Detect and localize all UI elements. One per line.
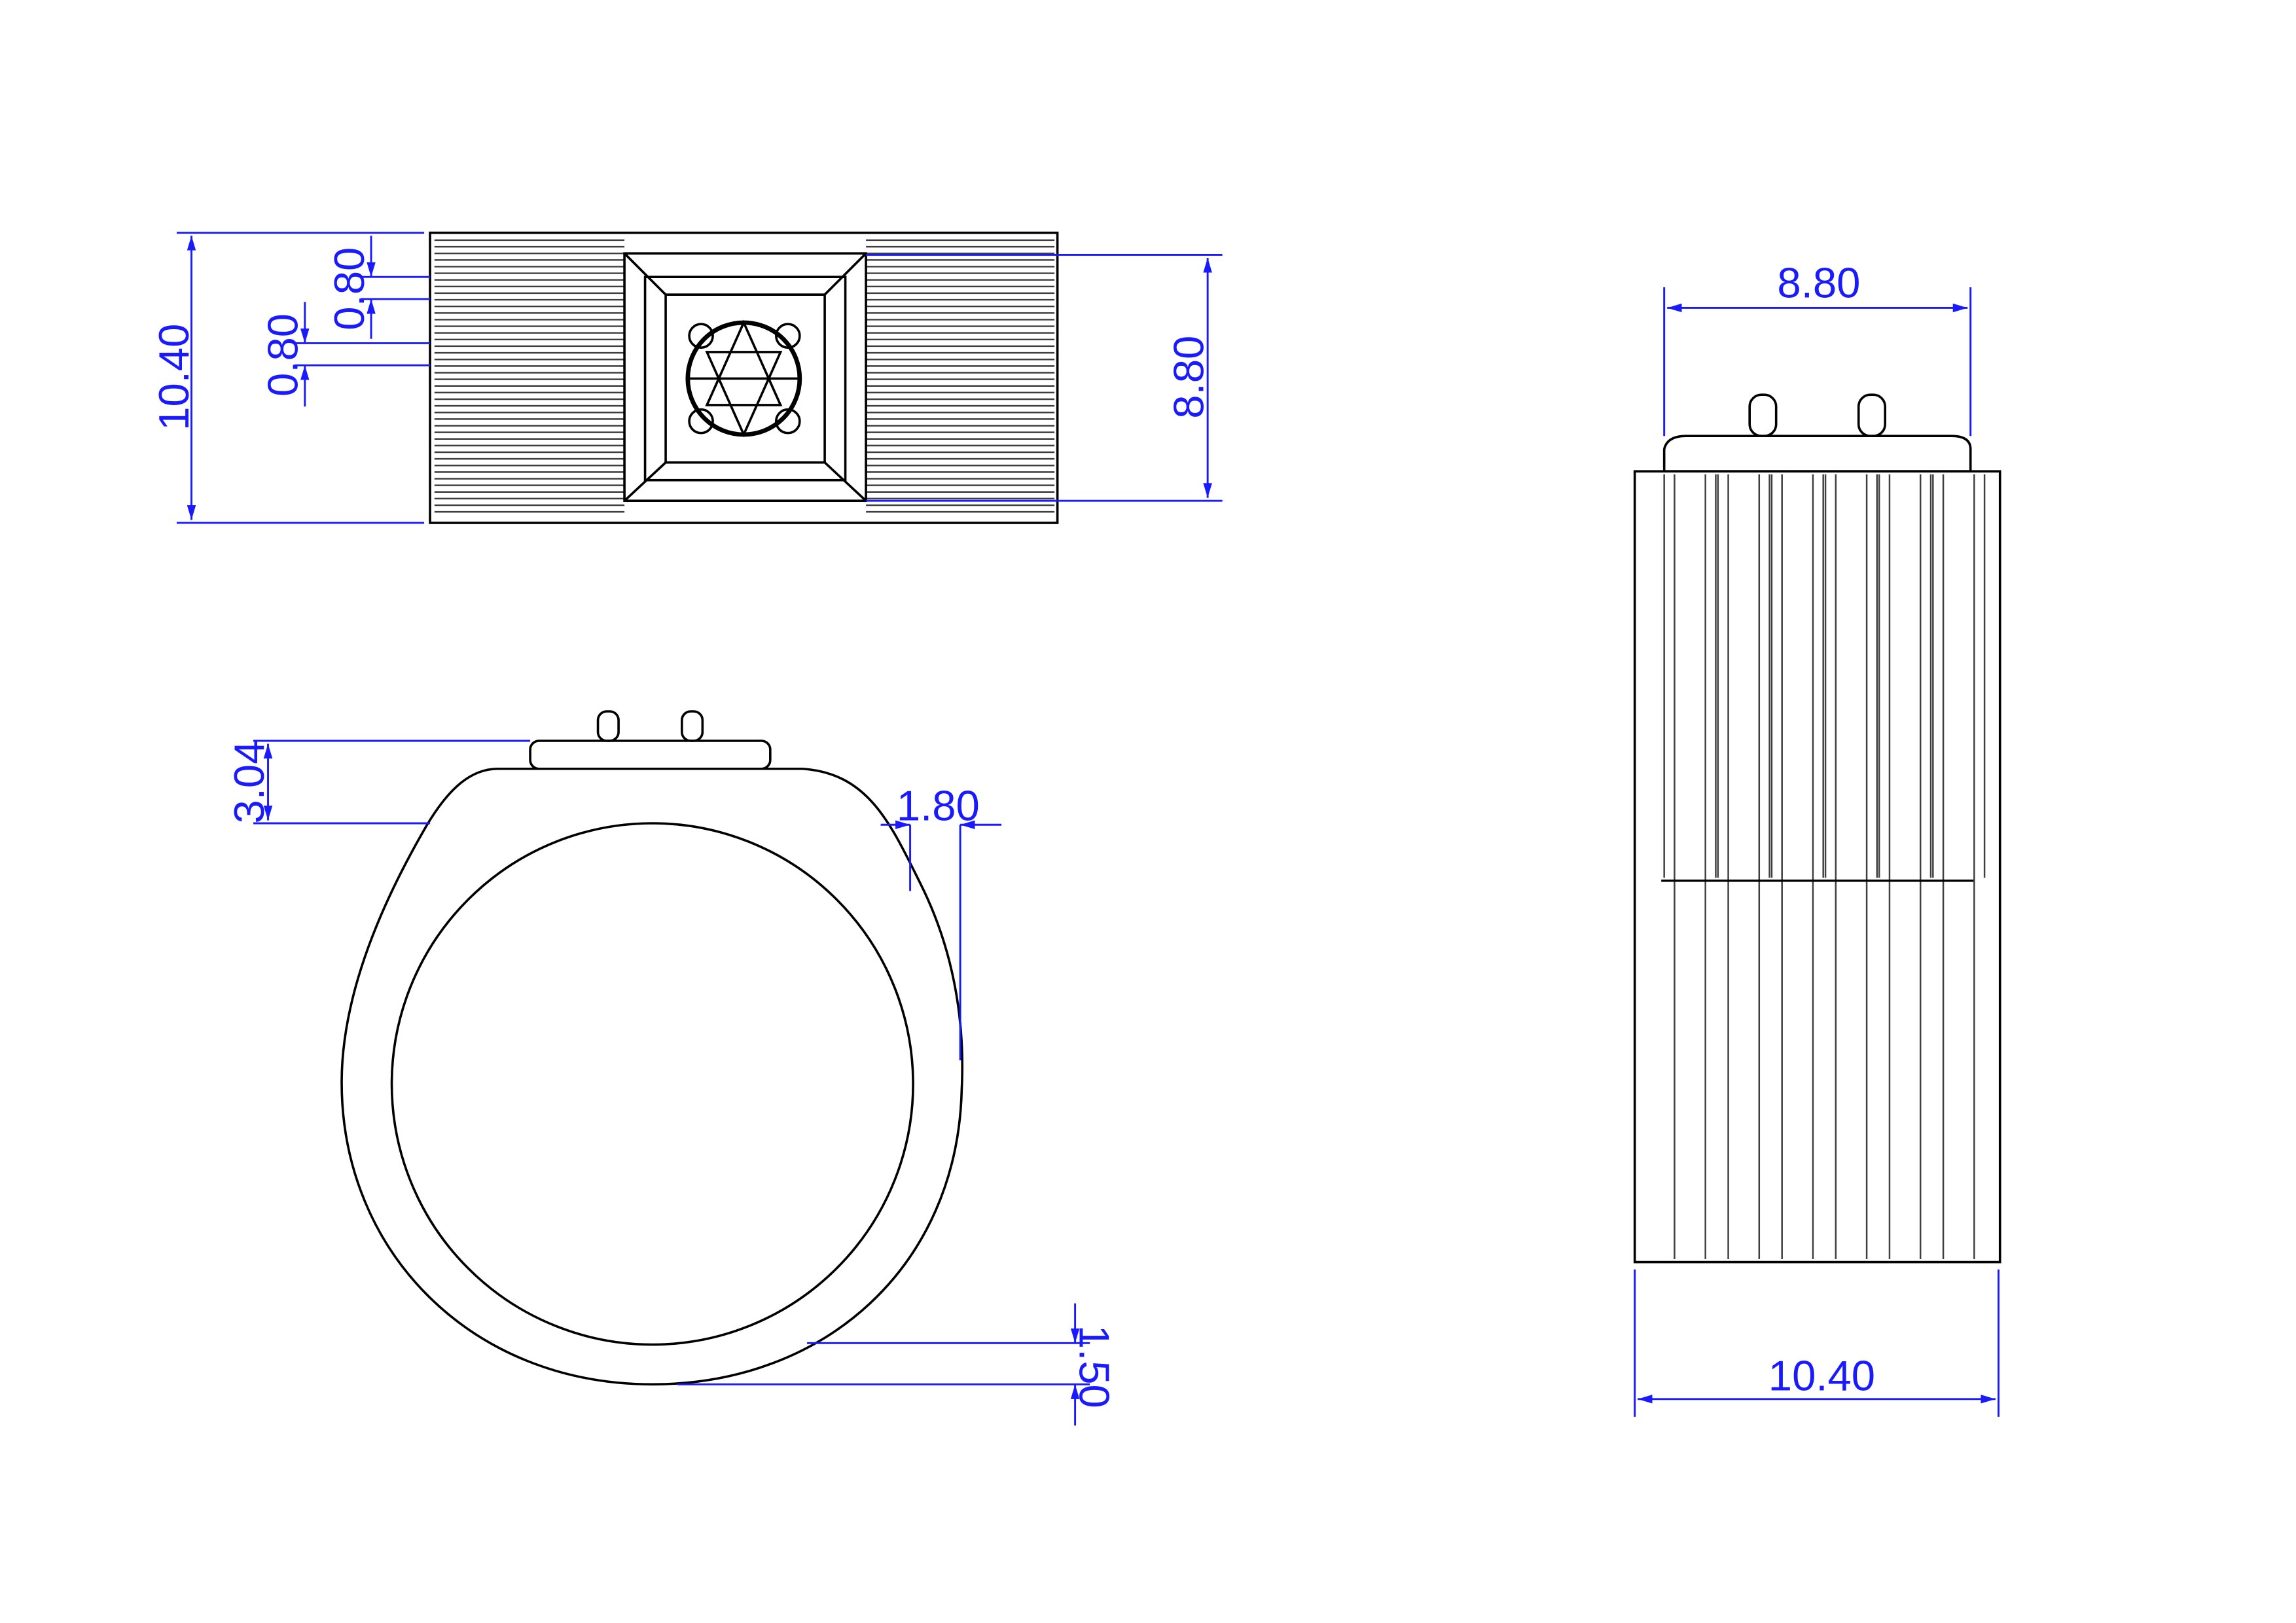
- dimension-label: 1.50: [1070, 1325, 1118, 1408]
- dimension-head-width: 8.80: [1663, 259, 1972, 437]
- ring-outer-profile: [340, 767, 964, 1386]
- dimension-label: 1.80: [897, 782, 980, 830]
- prong: [1748, 393, 1778, 438]
- dimension-bezel-height: 8.80: [866, 253, 1223, 502]
- top-view-hatching: [434, 239, 1055, 513]
- prong: [681, 710, 704, 742]
- side-view-ribs: [1663, 474, 1986, 1260]
- dimension-label: 8.80: [1164, 336, 1212, 419]
- head-setting: [1662, 435, 1972, 473]
- band-outline: [1633, 470, 2001, 1264]
- dimension-groove-upper: 0.80: [325, 236, 431, 339]
- dimension-groove-lower: 0.80: [259, 302, 431, 407]
- ring-inner-circle: [390, 822, 914, 1346]
- prongs: [688, 323, 801, 435]
- top-view: 10.40 0.80 0.80 8.80: [150, 231, 1223, 524]
- head-setting: [529, 740, 772, 770]
- dimension-band-thickness: 1.50: [677, 1303, 1118, 1426]
- dimension-shoulder-thickness: 1.80: [880, 782, 1002, 1061]
- dimension-band-width: 10.40: [1634, 1269, 2000, 1417]
- gemstone: [685, 319, 802, 438]
- dimension-label: 3.04: [225, 740, 273, 823]
- prong: [596, 710, 620, 742]
- dimension-label: 10.40: [1768, 1351, 1875, 1399]
- side-view: 8.80 10.40: [1633, 259, 2001, 1417]
- prong: [1857, 393, 1887, 438]
- dimension-label: 8.80: [1777, 259, 1860, 307]
- bezel: [623, 252, 867, 503]
- dimension-label: 0.80: [325, 247, 373, 330]
- dimension-overall-width: 10.40: [150, 232, 425, 524]
- dimension-label: 10.40: [150, 324, 198, 431]
- dimension-label: 0.80: [259, 313, 307, 397]
- dimension-head-height: 3.04: [225, 740, 531, 825]
- front-view: 3.04 1.80 1.50: [225, 710, 1118, 1426]
- top-view-outline: [429, 231, 1059, 524]
